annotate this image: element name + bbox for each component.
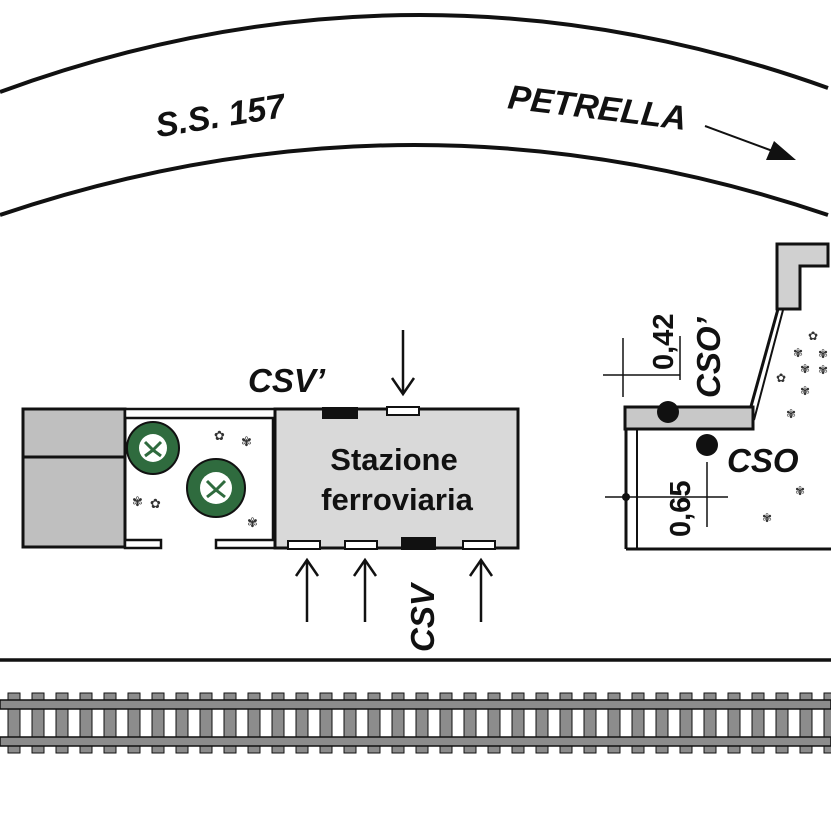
dimension-upper [603,336,681,397]
svg-text:✾: ✾ [795,484,805,498]
station-label-line2: ferroviaria [321,482,473,517]
flower-icon: ✿ ✾ ✾ ✿ ✾ [132,429,258,531]
rail-bottom [0,736,831,747]
access-arrow-icon [390,330,416,397]
station-building [273,407,520,550]
csv-label: CSV [404,581,441,652]
csv-marker [401,537,436,550]
shrub-icon [186,458,246,518]
wall-corner [775,242,830,311]
station-label-line1: Stazione [330,442,457,477]
svg-text:✾: ✾ [241,435,252,450]
wall-slope-inner [753,309,784,421]
road-edge-top [0,13,829,94]
svg-text:✿: ✿ [150,497,161,512]
annex-building [21,407,127,549]
svg-text:✾: ✾ [818,363,828,377]
garden-fence-bottom-right [214,538,277,550]
wall-slope-outer [748,308,780,411]
svg-text:✾: ✾ [818,347,828,361]
cso-label: CSO [727,442,799,479]
csv-prime-marker [322,407,358,419]
dimension-lower-dot [622,493,630,501]
balcony-slab [623,405,755,431]
cso-marker [696,434,718,456]
svg-text:✾: ✾ [762,511,772,525]
garden-fence-top [123,407,277,420]
garden-fence-bottom-left [123,538,163,550]
window-top [386,406,420,416]
cso-prime-label: CSO’ [690,316,727,398]
direction-arrow-line [704,125,779,154]
svg-text:✾: ✾ [786,407,796,421]
access-arrow-icon [294,557,320,622]
dimension-upper-label: 0,42 [648,314,680,370]
window-bottom [462,540,496,550]
road-name-label: S.S. 157 [153,87,290,145]
svg-text:✾: ✾ [247,516,258,531]
road-edge-bottom [0,143,829,217]
station-complex: ✿ ✾ ✾ ✿ ✾ Stazione ferroviaria CSV’ CSV [21,330,520,652]
access-arrow-icon [352,557,378,622]
road-destination-label: PETRELLA [506,78,689,138]
railway-track [0,692,831,754]
svg-text:✾: ✾ [132,495,143,510]
rail-top [0,699,831,710]
svg-text:✾: ✾ [800,362,810,376]
svg-text:✾: ✾ [800,384,810,398]
window-bottom [344,540,378,550]
outdoor-structure: ✿ ✾ ✾ ✿ ✾ ✾ ✾ ✾ ✾ ✾ CSO’ CSO 0,42 0,6 [603,242,831,551]
track-sleeper [823,692,831,754]
direction-arrow-head [766,141,796,160]
shrub-icon [126,421,180,475]
window-bottom [287,540,321,550]
svg-text:✿: ✿ [776,371,786,385]
access-arrow-icon [468,557,494,622]
road-ss157: S.S. 157 PETRELLA [0,13,829,217]
flower-icon: ✿ ✾ ✾ ✿ ✾ ✾ ✾ ✾ ✾ ✾ [762,329,828,525]
svg-text:✿: ✿ [808,329,818,343]
svg-text:✿: ✿ [214,429,225,444]
dimension-lower-label: 0,65 [665,481,697,537]
cso-prime-marker [657,401,679,423]
svg-text:✾: ✾ [793,346,803,360]
csv-prime-label: CSV’ [248,362,326,399]
